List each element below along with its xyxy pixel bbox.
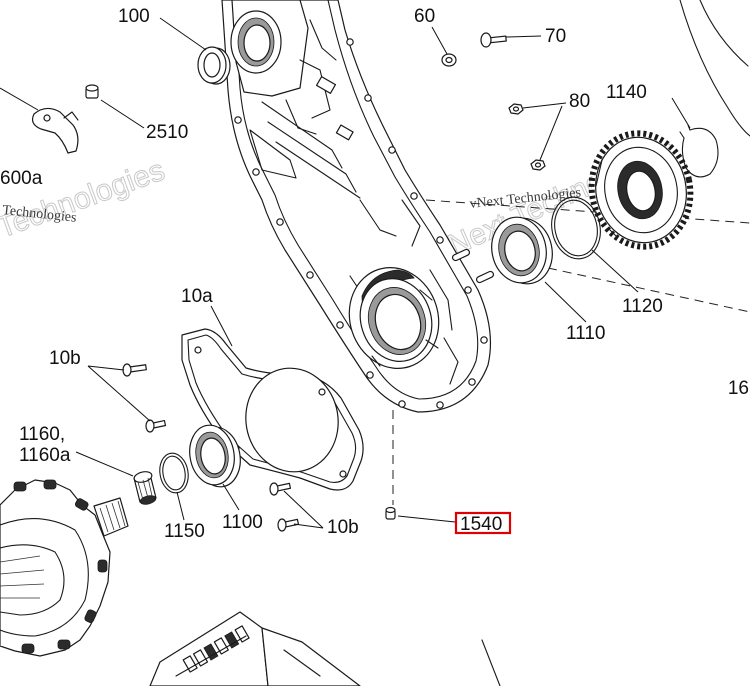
- callout-1160a[interactable]: 1160a: [19, 445, 71, 466]
- leader-line: [87, 365, 125, 371]
- callout-10a[interactable]: 10a: [181, 286, 213, 307]
- callout-2510[interactable]: 2510: [146, 122, 188, 143]
- callout-1110[interactable]: 1110: [566, 323, 605, 344]
- part-70-bolt: [480, 32, 507, 48]
- callout-100[interactable]: 100: [118, 6, 150, 27]
- callout-600a[interactable]: 600a: [0, 168, 43, 189]
- leader-line: [522, 102, 567, 109]
- callout-80[interactable]: 80: [569, 91, 590, 112]
- part-600a-bracket: [31, 107, 79, 154]
- axis-line-upper: [425, 199, 750, 224]
- callout-1100[interactable]: 1100: [222, 512, 263, 533]
- flange-bolt-holes: [234, 38, 488, 409]
- frame-curve-2: [699, 0, 749, 67]
- leader-line: [544, 281, 587, 323]
- part-60-nut: [441, 53, 457, 67]
- callout-1540[interactable]: 1540: [460, 514, 502, 535]
- leader-line: [222, 483, 240, 511]
- leader-line: [539, 105, 563, 161]
- leader-lines: [0, 17, 691, 529]
- part-100-seal: [197, 46, 231, 85]
- upper-bore-inner: [243, 24, 271, 62]
- part-10a-gasket: [181, 328, 364, 491]
- lower-assembly-partial: [149, 611, 361, 686]
- leader-line: [293, 523, 324, 529]
- axis-line-lower: [547, 267, 750, 313]
- leader-line: [283, 490, 324, 529]
- part-1110-bearing: [491, 216, 553, 285]
- callout-60[interactable]: 60: [414, 6, 435, 27]
- callout-16-partial[interactable]: 16: [728, 378, 749, 399]
- callout-10b-right[interactable]: 10b: [327, 517, 359, 538]
- callout-1160[interactable]: 1160,: [19, 424, 65, 445]
- nut-icon: [530, 159, 546, 171]
- chain-case-cover: [221, 0, 492, 413]
- leader-line: [505, 35, 542, 38]
- callout-1540-highlight-box: [454, 511, 512, 535]
- callout-1140[interactable]: 1140: [606, 82, 647, 103]
- leader-line: [397, 515, 456, 523]
- frame-edge: [481, 0, 750, 686]
- assembly-lines: [392, 199, 750, 505]
- bolt-icon: [145, 419, 167, 433]
- part-10b-bolts-left: [122, 363, 167, 433]
- frame-line-bottom: [481, 639, 501, 686]
- frame-curve: [679, 0, 750, 137]
- leader-line: [671, 97, 691, 129]
- part-1140-snap-ring: [679, 124, 719, 178]
- part-10b-bolts-right: [269, 482, 300, 532]
- clutch-hub: [0, 479, 129, 657]
- part-1100-seal: [189, 424, 241, 488]
- leader-line: [100, 99, 145, 129]
- callout-labels: 100 60 70 2510 600a 80 1140 10a 10b 1160…: [0, 6, 749, 542]
- leader-line: [87, 365, 151, 422]
- leader-line: [159, 17, 207, 51]
- callout-1120[interactable]: 1120: [622, 296, 663, 317]
- part-1540-nut: [385, 506, 396, 520]
- callout-70[interactable]: 70: [545, 26, 566, 47]
- bolt-icon: [122, 363, 147, 377]
- callout-1150[interactable]: 1150: [164, 521, 205, 542]
- leader-line: [591, 249, 639, 293]
- part-80-nuts: [508, 103, 546, 171]
- leader-line: [431, 26, 448, 55]
- part-1120-ring: [551, 196, 601, 260]
- part-2510-nut: [85, 84, 99, 99]
- cover-flange-inner: [233, 0, 479, 400]
- leader-line: [176, 491, 185, 521]
- nut-icon: [508, 103, 524, 115]
- bolt-icon: [269, 482, 292, 496]
- gear: [588, 130, 694, 250]
- dowel-pins: [451, 248, 495, 284]
- leader-line: [210, 305, 233, 347]
- callout-10b-left[interactable]: 10b: [49, 348, 81, 369]
- part-1150-ring: [159, 452, 189, 494]
- lower-bore: [348, 267, 440, 369]
- bolt-icon: [277, 518, 300, 532]
- leader-line: [75, 451, 134, 477]
- leader-line: [0, 87, 39, 111]
- part-1160-bearing: [133, 471, 157, 505]
